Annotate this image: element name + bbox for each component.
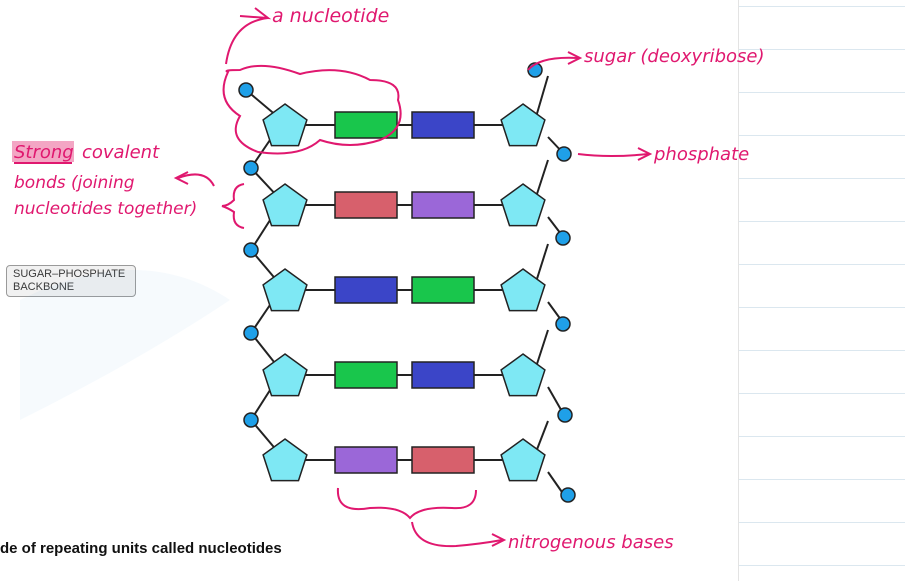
strong-highlight [12,141,74,162]
base-blue [411,111,475,139]
sugar-pentagon [500,103,546,147]
sugar-pentagon [500,353,546,397]
ruled-line [739,221,905,222]
backbone-label-box: SUGAR–PHOSPHATE BACKBONE [6,265,136,297]
ruled-line [739,307,905,308]
ruled-line [739,393,905,394]
annotation-nucleotide: a nucleotide [222,5,402,155]
annotation-bases: nitrogenous bases [336,487,674,553]
backbone-bond [535,243,549,283]
ruled-line [739,565,905,566]
backbone-bond [535,159,549,198]
sugar-pentagon [262,103,308,147]
annotation-sugar: sugar (deoxyribose) [527,46,765,71]
ruled-line [739,522,905,523]
annotation-sugar-text: sugar (deoxyribose) [584,46,765,67]
backbone-label-line1: SUGAR–PHOSPHATE [13,268,126,280]
ruled-line [739,436,905,437]
sugar-pentagon [262,268,308,312]
ruled-line [739,49,905,50]
ruled-line [739,92,905,93]
base-red [334,191,398,219]
ruled-line [739,479,905,480]
ruled-notes-panel [738,0,905,581]
rungs-group [262,103,546,482]
phosphate-circle [560,487,576,503]
base-green [411,276,475,304]
base-blue [334,276,398,304]
annotation-nucleotides-text: nucleotides together) [14,199,197,219]
annotation-strong-text: Strong [14,142,74,163]
nucleotide-outline [222,64,402,155]
sugar-pentagon [500,183,546,227]
sugar-pentagon [262,183,308,227]
base-green [334,361,398,389]
phosphate-circle [243,160,259,176]
annotation-phosphate: phosphate [577,144,749,165]
annotation-bases-text: nitrogenous bases [508,532,674,553]
base-blue [411,361,475,389]
annotation-nucleotide-text: a nucleotide [272,5,389,27]
base-purple [411,191,475,219]
phosphate-circle [243,412,259,428]
annotation-covalent-bonds: Strong covalent bonds (joining nucleotid… [12,141,245,229]
phosphate-circle [556,146,572,162]
phosphate-circle [555,230,571,246]
watermark-logo [20,270,230,420]
base-red [411,446,475,474]
backbone-label-line2: BACKBONE [13,281,75,293]
backbone-bond [535,420,549,453]
phosphate-circle [243,325,259,341]
sugar-pentagon [500,268,546,312]
annotation-phosphate-text: phosphate [653,144,749,165]
ruled-line [739,178,905,179]
ruled-line [739,6,905,7]
phosphate-circle [243,242,259,258]
sugar-pentagon [262,438,308,482]
sugar-pentagon [500,438,546,482]
phosphate-circle [555,316,571,332]
phosphate-circle [238,82,254,98]
backbone-bond [535,75,549,118]
annotation-bonds-text: bonds (joining [14,173,135,193]
annotation-covalent-text: covalent [82,142,160,163]
phosphate-circle [557,407,573,423]
base-purple [334,446,398,474]
ruled-line [739,135,905,136]
caption-text: de of repeating units called nucleotides [0,540,282,557]
ruled-line [739,350,905,351]
sugar-pentagon [262,353,308,397]
ruled-line [739,264,905,265]
backbone-bond [535,329,549,368]
base-green [334,111,398,139]
